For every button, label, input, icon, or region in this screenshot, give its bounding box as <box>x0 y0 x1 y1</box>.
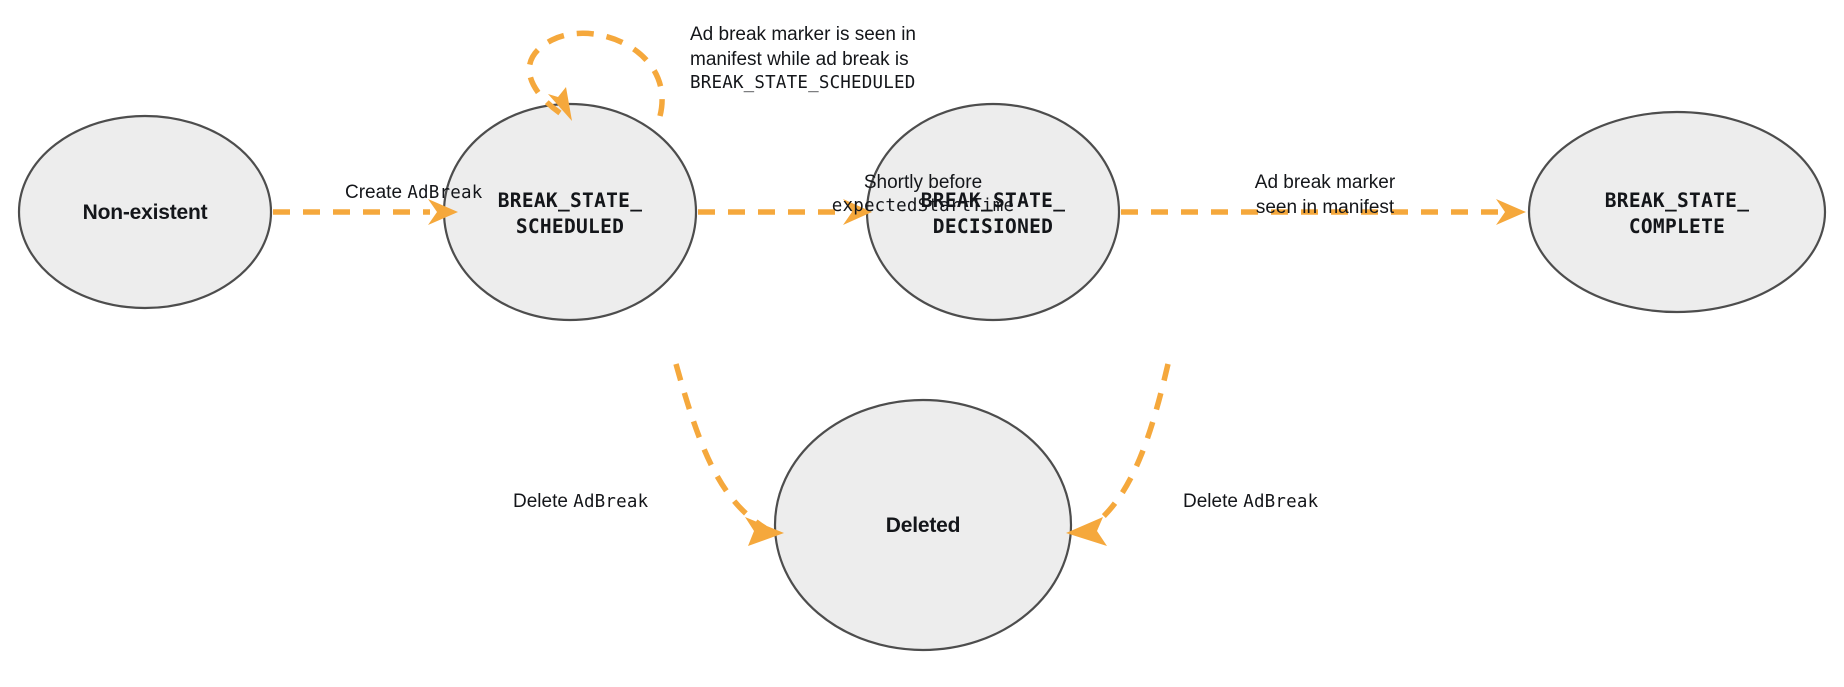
edge-label-self-loop-line2: manifest while ad break is <box>690 49 909 71</box>
edge-label-delete-right-type: AdBreak <box>1243 492 1319 512</box>
edge-marker-seen-arrowhead <box>1496 199 1526 225</box>
edge-shortly-before <box>698 199 872 225</box>
edge-label-delete-right-verb: Delete <box>1183 491 1244 512</box>
edge-label-self-loop-scheduled: Ad break marker is seen in manifest whil… <box>690 22 916 95</box>
edge-label-self-loop-line3: BREAK_STATE_SCHEDULED <box>690 73 916 94</box>
edge-label-self-loop-line1: Ad break marker is seen in <box>690 24 916 45</box>
edge-label-delete-from-decisioned: Delete AdBreak <box>1183 489 1318 514</box>
edge-label-marker-seen: Ad break marker seen in manifest <box>1215 170 1435 220</box>
edge-self-loop-scheduled-arrowhead <box>548 87 572 121</box>
node-break-state-complete[interactable] <box>1527 110 1827 314</box>
edge-shortly-before-arrowhead <box>843 199 872 225</box>
edge-label-create-adbreak-type: AdBreak <box>407 183 483 203</box>
edge-delete-from-scheduled <box>673 363 784 546</box>
node-break-state-scheduled[interactable] <box>442 102 698 322</box>
edge-delete-from-scheduled-path <box>673 363 767 531</box>
edge-delete-from-scheduled-arrowhead <box>745 517 784 546</box>
edge-delete-from-decisioned <box>1066 363 1171 546</box>
edge-label-delete-left-verb: Delete <box>513 491 574 512</box>
edge-label-create-adbreak: Create AdBreak <box>345 180 482 205</box>
edge-label-marker-seen-line2: seen in manifest <box>1255 197 1395 219</box>
node-non-existent[interactable] <box>17 114 273 310</box>
edge-label-shortly-before-line2: expectedStartTime <box>831 196 1015 217</box>
edge-delete-from-decisioned-arrowhead <box>1066 517 1107 546</box>
edge-label-shortly-before: Shortly before expectedStartTime <box>818 170 1028 218</box>
edge-delete-from-decisioned-path <box>1088 363 1171 531</box>
edge-label-marker-seen-line1: Ad break marker <box>1254 172 1396 193</box>
edge-label-delete-from-scheduled: Delete AdBreak <box>513 489 648 514</box>
edge-create-adbreak <box>273 199 458 225</box>
edge-self-loop-scheduled <box>526 30 665 121</box>
node-deleted[interactable] <box>773 398 1073 652</box>
edge-label-shortly-before-line1: Shortly before <box>863 172 983 193</box>
edge-self-loop-scheduled-path <box>526 30 665 117</box>
edge-label-delete-left-type: AdBreak <box>573 492 649 512</box>
edge-create-adbreak-arrowhead <box>428 199 458 225</box>
edge-marker-seen <box>1121 199 1526 225</box>
edge-label-create-adbreak-verb: Create <box>345 182 408 203</box>
